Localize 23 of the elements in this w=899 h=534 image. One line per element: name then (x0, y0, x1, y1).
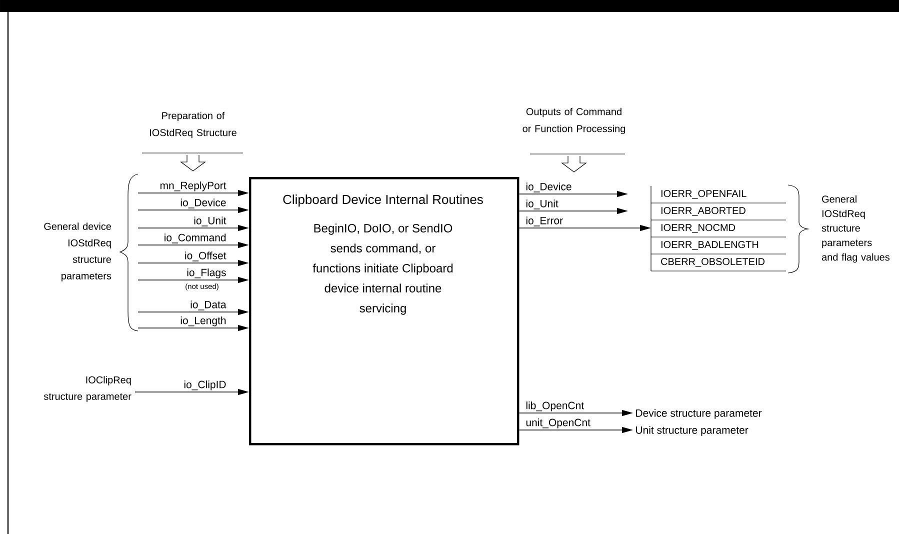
source-label: IOClipReq structure parameter (44, 376, 132, 402)
edge-label: mn_ReplyPort (160, 182, 226, 192)
edge-label: io_Device (180, 198, 226, 208)
edge-label: io_Unit (526, 200, 558, 210)
edge-label: io_Data (190, 300, 226, 310)
edge-label: io_Command (164, 234, 226, 244)
heading-text: Outputs of Command or Function Processing (522, 108, 626, 134)
target-label: Unit structure parameter (636, 426, 748, 436)
edge-label: io_ClipID (184, 380, 226, 390)
edge-label: io_Length (180, 316, 226, 326)
edge-label: lib_OpenCnt (526, 402, 584, 412)
edge-label: io_Device (526, 182, 572, 192)
group-label: General IOStdReq structure parameters and flag values (822, 195, 890, 263)
edge-label: io_Offset (185, 252, 226, 262)
process-box: Clipboard Device Internal Routines BeginIO, DoIO, or SendIO sends command, or functions initiate Clipboard device internal routine servicing (249, 177, 520, 446)
edge-label: io_Flags (187, 268, 226, 278)
target-label: Device structure parameter (636, 409, 762, 419)
heading-text: Preparation of IOStdReq Structure (150, 112, 236, 138)
edge-label: io_Error (526, 216, 563, 226)
edge-label: io_Unit (194, 216, 226, 226)
flag-table: IOERR_OPENFAIL IOERR_ABORTED IOERR_NOCMD IOERR_BADLENGTH CBERR_OBSOLETEID (650, 186, 786, 272)
braced-group-label: General device IOStdReq structure parameters (44, 174, 138, 332)
edge-label: unit_OpenCnt (526, 418, 590, 428)
